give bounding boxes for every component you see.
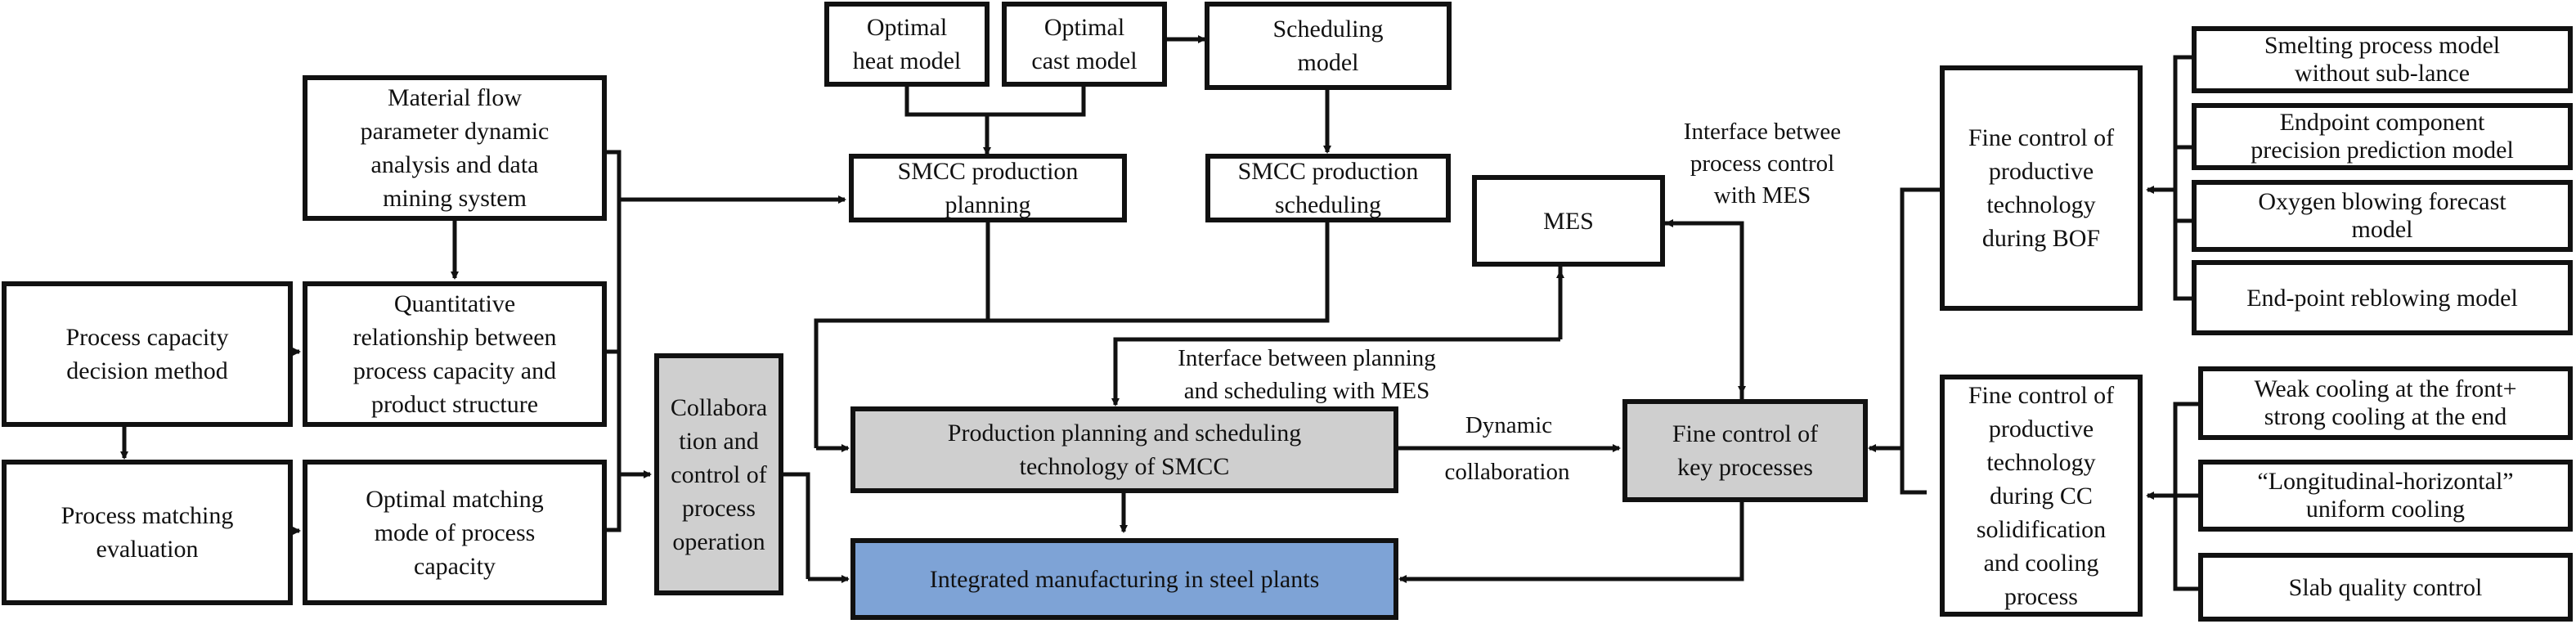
production-planning-technology-box: Production planning and scheduling techn…	[850, 406, 1398, 493]
integrated-manufacturing-box: Integrated manufacturing in steel plants	[850, 538, 1398, 620]
smelting-model-box: Smelting process model without sub-lance	[2192, 26, 2573, 93]
optimal-matching-mode-box: Optimal matching mode of process capacit…	[303, 460, 607, 605]
material-flow-analysis-box: Material flow parameter dynamic analysis…	[303, 75, 607, 221]
longitudinal-cooling-box: “Longitudinal-horizontal” uniform coolin…	[2198, 460, 2573, 532]
interface-planning-label: Interface between planning and schedulin…	[1178, 345, 1436, 404]
process-capacity-decision-box: Process capacity decision method	[2, 281, 293, 427]
smcc-production-planning-box: SMCC production planning	[849, 154, 1127, 222]
optimal-heat-model-box: Optimal heat model	[824, 2, 990, 87]
fine-control-bof-box: Fine control of productive technology du…	[1940, 65, 2143, 311]
mes-box: MES	[1472, 175, 1665, 267]
optimal-cast-model-box: Optimal cast model	[1002, 2, 1167, 87]
process-matching-evaluation-box: Process matching evaluation	[2, 460, 293, 605]
collaboration-label: collaboration	[1444, 459, 1570, 485]
collaboration-control-box: Collabora tion and control of process op…	[654, 353, 783, 595]
smcc-production-scheduling-box: SMCC production scheduling	[1205, 154, 1451, 222]
oxygen-blowing-model-box: Oxygen blowing forecast model	[2192, 180, 2573, 252]
scheduling-model-box: Scheduling model	[1205, 2, 1452, 90]
endpoint-prediction-model-box: Endpoint component precision prediction …	[2192, 103, 2573, 170]
dynamic-label: Dynamic	[1465, 412, 1553, 438]
weak-cooling-box: Weak cooling at the front+ strong coolin…	[2198, 366, 2573, 440]
interface-mes-label: Interface betwee process control with ME…	[1683, 119, 1842, 209]
slab-quality-control-box: Slab quality control	[2198, 553, 2573, 622]
end-point-reblowing-model-box: End-point reblowing model	[2192, 260, 2573, 335]
fine-control-cc-box: Fine control of productive technology du…	[1940, 375, 2143, 617]
quantitative-relationship-box: Quantitative relationship between proces…	[303, 281, 607, 427]
fine-control-key-processes-box: Fine control of key processes	[1622, 399, 1868, 502]
